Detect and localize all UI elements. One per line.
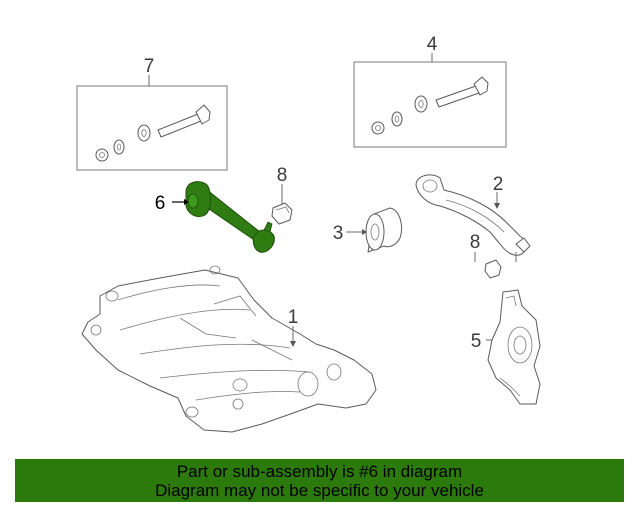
- parts-diagram: 7 4 6 8 3: [76, 34, 541, 433]
- callout-6: 6: [155, 193, 166, 214]
- callout-8-lower: 8: [470, 232, 481, 253]
- part-8-nut-lower[interactable]: [474, 252, 502, 279]
- callout-8-upper: 8: [277, 165, 288, 186]
- callout-5: 5: [471, 331, 482, 352]
- callout-2: 2: [493, 174, 504, 195]
- banner-line-2: Diagram may not be specific to your vehi…: [155, 480, 484, 500]
- callout-3: 3: [333, 223, 344, 244]
- part-8-nut-upper[interactable]: [271, 184, 293, 225]
- part-3-bushing[interactable]: [346, 207, 403, 253]
- part-1-subframe[interactable]: [81, 265, 377, 433]
- part-2-control-arm[interactable]: [415, 174, 531, 262]
- part-6-control-arm[interactable]: [172, 181, 275, 253]
- part-7-bolt-kit[interactable]: [76, 75, 228, 171]
- part-4-bolt-kit[interactable]: [353, 53, 507, 148]
- callout-4: 4: [427, 34, 438, 55]
- callout-1: 1: [288, 307, 299, 328]
- banner-line-1: Part or sub-assembly is #6 in diagram: [176, 461, 463, 481]
- part-5-knuckle[interactable]: [486, 289, 541, 405]
- info-banner: Part or sub-assembly is #6 in diagram Di…: [15, 459, 624, 502]
- callout-7: 7: [144, 56, 155, 77]
